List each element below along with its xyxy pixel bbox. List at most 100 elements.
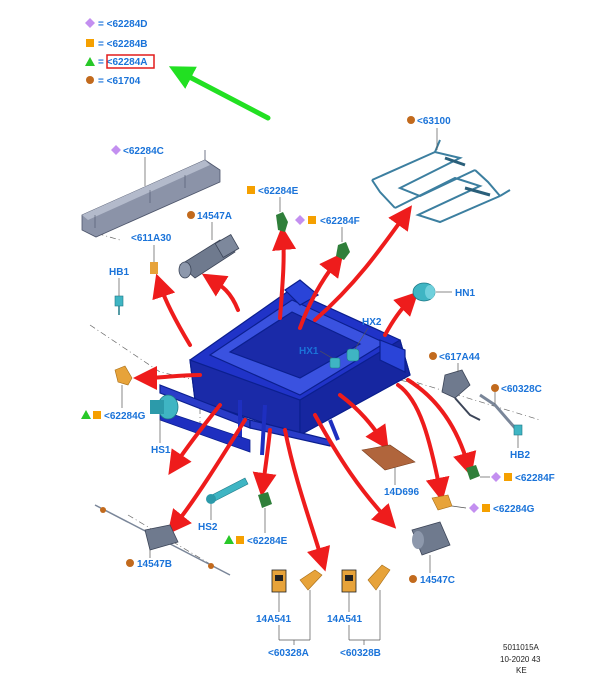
label-14A541-right: 14A541 <60328B (327, 590, 381, 659)
label-HS1: HS1 (151, 419, 171, 456)
part-label: <62284F (320, 216, 360, 227)
label-63100: <63100 (407, 116, 451, 150)
part-611A30 (150, 262, 158, 274)
part-label: 14A541 (256, 614, 291, 625)
triangle-icon (85, 57, 95, 66)
clip-62284F-right (466, 465, 480, 480)
part-label: <63100 (417, 116, 451, 127)
part-label: <62284E (247, 536, 288, 547)
square-icon (482, 504, 490, 512)
label-HN1: HN1 (436, 288, 475, 299)
part-label: HN1 (455, 288, 475, 299)
legend: = <62284D = <62284B = <62284A = <61704 (85, 18, 155, 87)
label-14A541-left: 14A541 <60328A (256, 590, 311, 659)
legend-row-62284B: = <62284B (86, 39, 148, 50)
motor-14547C (411, 521, 451, 556)
circle-icon (187, 211, 195, 219)
connector-14A541-right (341, 564, 391, 593)
connector-HX1 (329, 357, 341, 369)
legend-text: = <62284B (98, 39, 148, 50)
part-label: HS1 (151, 445, 171, 456)
green-pointer-arrow (168, 66, 271, 121)
legend-text: = <62284D (98, 19, 148, 30)
square-icon (308, 216, 316, 224)
part-label: HX1 (299, 346, 319, 357)
label-62284E-bottom: <62284E (224, 508, 288, 547)
part-label: 14547A (197, 211, 232, 222)
clip-62284E-top (276, 212, 288, 232)
label-HX1: HX1 (299, 346, 333, 359)
triangle-icon (224, 535, 234, 544)
figure-footer: 5011015A 10-2020 43 KE (500, 643, 541, 674)
legend-row-62284A: = <62284A (85, 54, 155, 69)
part-label: <62284G (493, 504, 535, 515)
motor-14547A (178, 234, 240, 279)
square-icon (236, 536, 244, 544)
part-label: 14547B (137, 559, 172, 570)
sensor-HS2 (206, 477, 249, 504)
label-617A44: <617A44 (429, 352, 480, 372)
recliner-617A44 (441, 369, 481, 421)
connector-HN1 (412, 282, 436, 302)
square-icon (247, 186, 255, 194)
connector-HB2 (513, 424, 523, 436)
connector-HX2 (346, 348, 360, 362)
red-arrows (133, 205, 477, 572)
motor-14547B (94, 504, 231, 576)
seat-frame (159, 279, 411, 456)
legend-text: = <62284A (98, 57, 148, 68)
part-label: <62284F (515, 473, 555, 484)
part-label: HX2 (362, 317, 382, 328)
label-14D696: 14D696 (384, 467, 419, 498)
circle-icon (126, 559, 134, 567)
label-62284F-right: <62284F (480, 472, 555, 484)
square-icon (93, 411, 101, 419)
legend-text: = <61704 (98, 76, 141, 87)
part-label: HB2 (510, 450, 530, 461)
label-HB2: HB2 (510, 435, 530, 461)
clip-62284F-top (336, 242, 350, 260)
part-label: <611A30 (131, 233, 172, 244)
part-label: <617A44 (439, 352, 480, 363)
part-label: 14D696 (384, 487, 419, 498)
label-14547B: 14547B (126, 550, 172, 570)
diamond-icon (85, 18, 95, 28)
clip-62284G-left (114, 365, 133, 386)
part-label: <62284E (258, 186, 299, 197)
part-label: HS2 (198, 522, 218, 533)
part-label: <60328C (501, 384, 542, 395)
label-HX2: HX2 (354, 317, 382, 350)
clip-62284G-right (431, 494, 453, 511)
part-label: <60328A (268, 648, 309, 659)
pad-14D696 (361, 444, 416, 471)
diamond-icon (111, 145, 121, 155)
connector-14A541-left (271, 569, 323, 593)
label-62284G-left: <62284G (81, 385, 146, 422)
part-label: <62284G (104, 411, 146, 422)
cable-60328C (479, 393, 517, 429)
diamond-icon (491, 472, 501, 482)
part-label: 14547C (420, 575, 455, 586)
label-14547A: 14547A (187, 211, 232, 240)
connector-HB1 (114, 295, 124, 315)
part-label: HB1 (109, 267, 129, 278)
part-label: <62284C (123, 146, 164, 157)
circle-icon (407, 116, 415, 124)
label-HS2: HS2 (198, 504, 218, 533)
diamond-icon (295, 215, 305, 225)
diamond-icon (469, 503, 479, 513)
square-icon (86, 39, 94, 47)
circle-icon (409, 575, 417, 583)
figure-code: KE (516, 666, 527, 674)
circle-icon (491, 384, 499, 392)
label-611A30: <611A30 (131, 233, 172, 262)
label-62284F-top: <62284F (295, 215, 360, 242)
label-14547C: 14547C (409, 555, 455, 586)
spring-mat-63100 (371, 139, 511, 224)
sensor-HS1 (150, 394, 179, 420)
figure-date: 10-2020 43 (500, 655, 541, 664)
highlight-box (106, 54, 155, 69)
label-62284E-top: <62284E (247, 186, 299, 212)
legend-row-61704: = <61704 (86, 76, 141, 87)
